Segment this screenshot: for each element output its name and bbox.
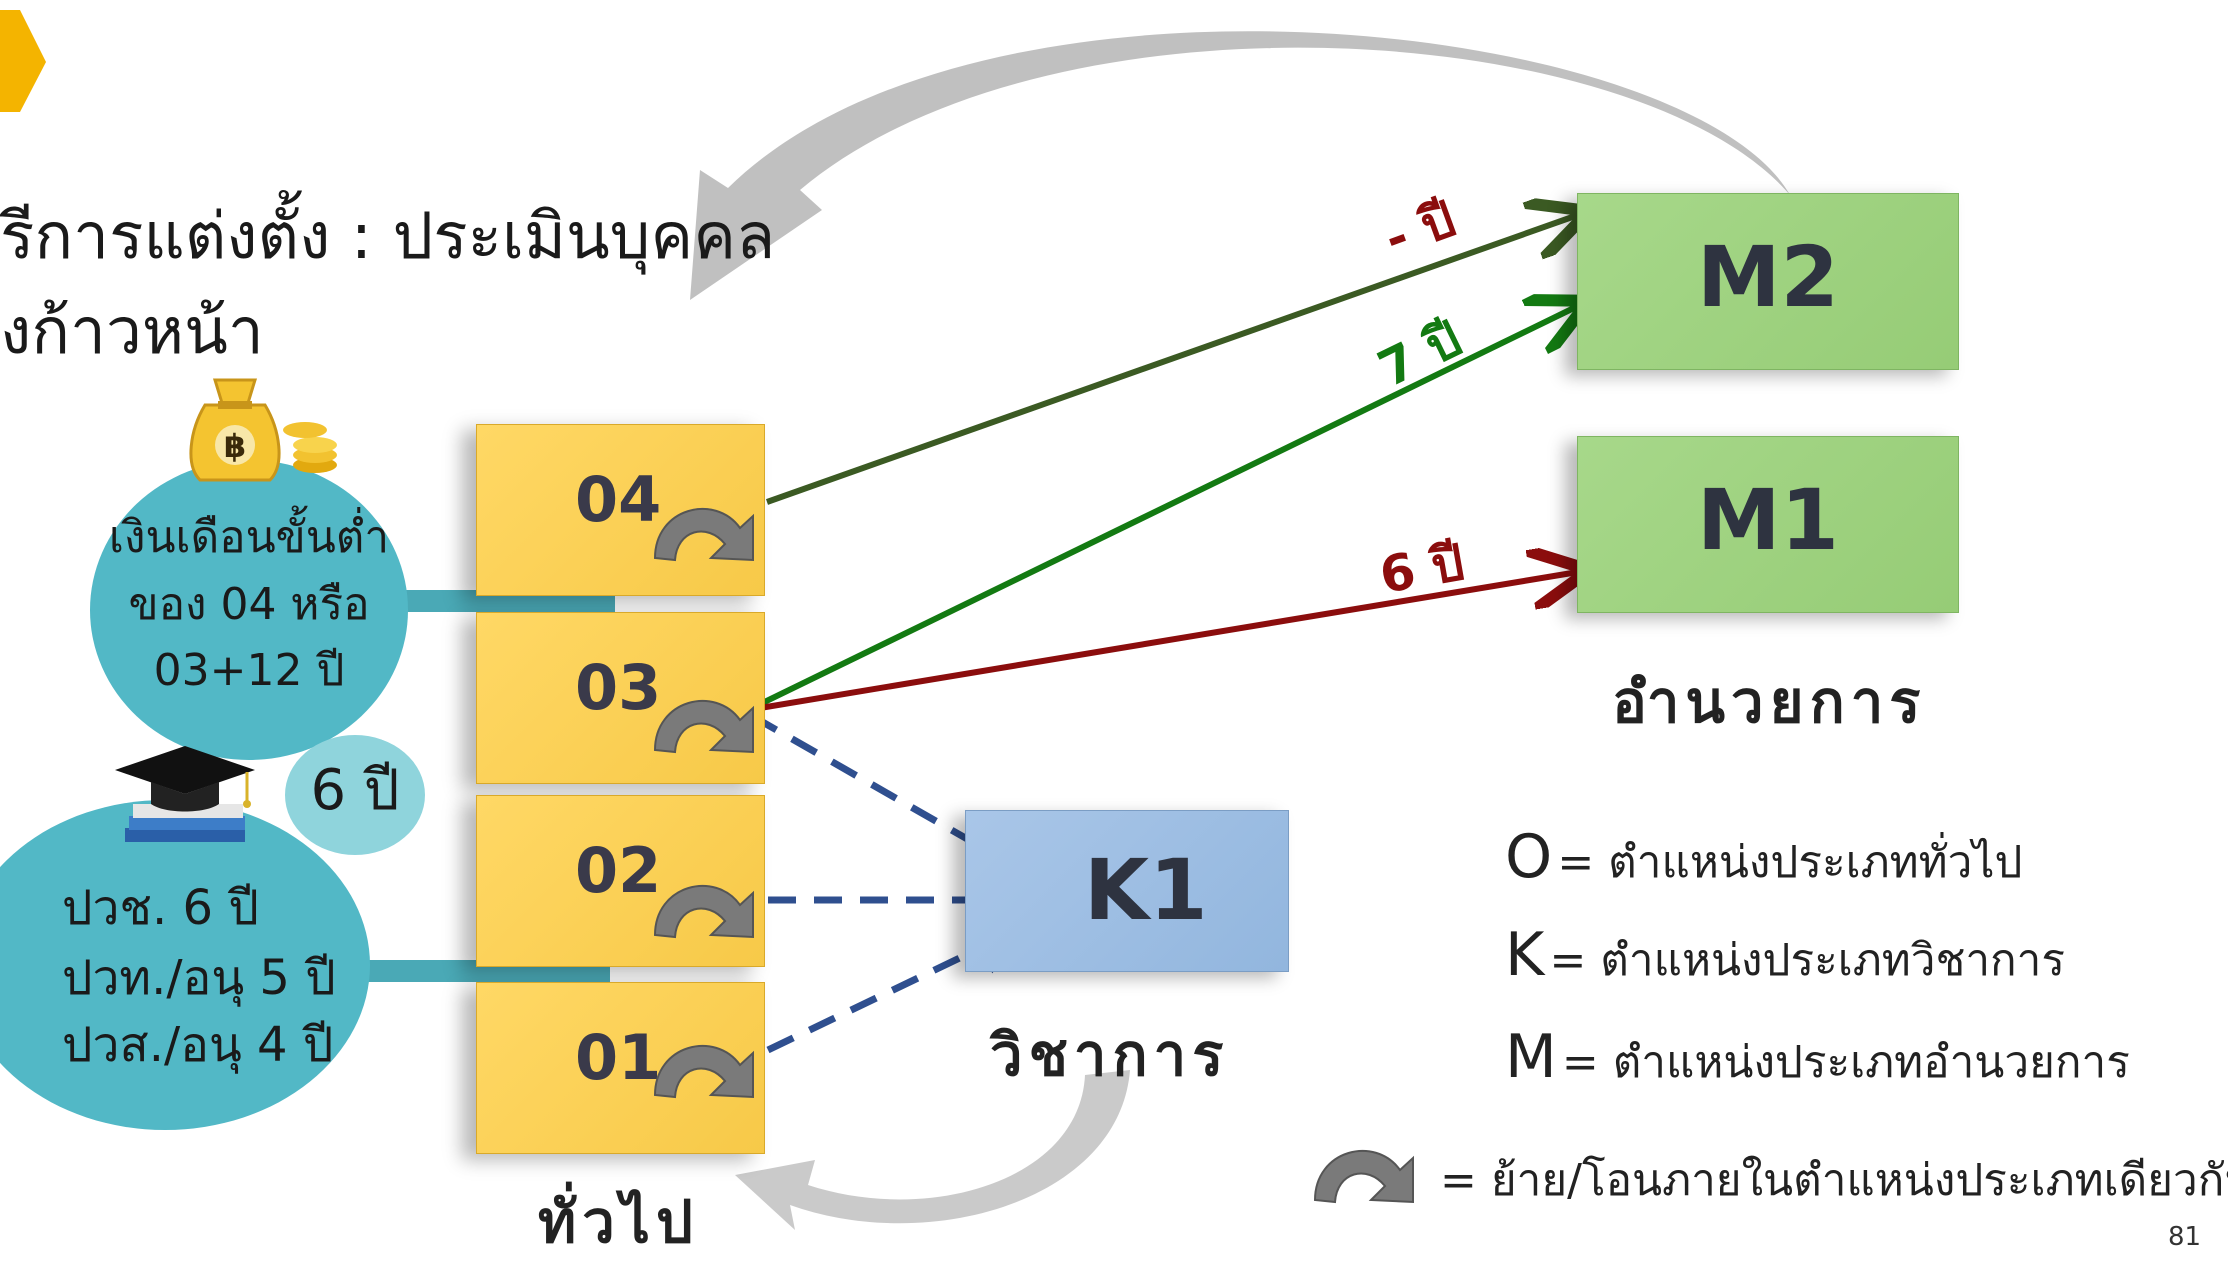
general-box-03: 03: [476, 612, 765, 784]
legend-k: K = ตำแหน่งประเภทวิชาการ: [1505, 920, 2065, 995]
graduation-cap-icon: [115, 746, 255, 842]
academic-box-label: K1: [1084, 841, 1208, 939]
salary-line-2: ของ 04 หรือ: [128, 579, 370, 630]
legend-m-desc: = ตำแหน่งประเภทอำนวยการ: [1561, 1037, 2130, 1088]
education-line-2: ปวท./อนุ 5 ปี: [62, 950, 336, 1006]
legend-k-desc: = ตำแหน่งประเภทวิชาการ: [1549, 935, 2066, 986]
salary-line-3: 03+12 ปี: [153, 645, 345, 696]
arrow-o3-to-m2: [746, 306, 1578, 713]
salary-bubble: [90, 460, 408, 760]
legend-move-desc: = ย้าย/โอนภายในตำแหน่งประเภทเดียวกัน: [1440, 1155, 2228, 1206]
general-category-label: ทั่วไป: [538, 1188, 699, 1256]
academic-box-k1: K1: [965, 810, 1289, 972]
executive-box-label: M2: [1696, 228, 1840, 326]
general-level-label: 03: [575, 651, 662, 724]
executive-box-m1: M1: [1577, 436, 1959, 613]
money-bag-icon: ฿: [189, 378, 337, 482]
salary-line-1: เงินเดือนขั้นต่ำ: [108, 512, 390, 563]
executive-category-label: อำนวยการ: [1612, 668, 1927, 736]
academic-category-label: วิชาการ: [990, 1021, 1230, 1089]
legend-o-key: O: [1505, 822, 1553, 892]
move-icon: [653, 884, 754, 939]
move-icon: [1313, 1149, 1414, 1204]
general-level-label: 04: [575, 463, 662, 536]
education-line-1: ปวช. 6 ปี: [62, 880, 259, 936]
arrow-label-o3-m1: 6 ปี: [1375, 533, 1469, 605]
executive-box-m2: M2: [1577, 193, 1959, 370]
page-number: 81: [2168, 1222, 2202, 1252]
curved-return-arrow-bottom: [735, 1070, 1130, 1230]
move-icon: [653, 507, 754, 562]
legend-k-key: K: [1505, 920, 1545, 990]
move-icon: [653, 699, 754, 754]
education-line-3: ปวส./อนุ 4 ปี: [62, 1017, 334, 1073]
legend-m-key: M: [1505, 1022, 1557, 1092]
curved-return-arrow-top: [690, 31, 1790, 301]
general-level-label: 01: [575, 1021, 662, 1094]
general-box-04: 04: [476, 424, 765, 596]
title-line-1: รีการแต่งตั้ง : ประเมินบุคคล: [0, 200, 776, 274]
legend-move: = ย้าย/โอนภายในตำแหน่งประเภทเดียวกัน: [1440, 1145, 2228, 1215]
arrow-o3-to-m1: [747, 572, 1578, 713]
legend-m: M = ตำแหน่งประเภทอำนวยการ: [1505, 1022, 2130, 1097]
six-year-badge: [285, 735, 425, 855]
education-bubble: [0, 800, 370, 1130]
general-box-02: 02: [476, 795, 765, 967]
arrow-o4-to-m2: [765, 215, 1578, 505]
executive-box-label: M1: [1696, 471, 1840, 569]
title-line-2: งก้าวหน้า: [0, 295, 264, 369]
corner-tab: [0, 10, 46, 112]
six-year-badge-text: 6 ปี: [310, 758, 400, 823]
legend-o-desc: = ตำแหน่งประเภททั่วไป: [1557, 837, 2023, 888]
legend-o: O = ตำแหน่งประเภททั่วไป: [1505, 822, 2022, 897]
general-level-label: 02: [575, 834, 662, 907]
svg-text:฿: ฿: [224, 427, 246, 465]
move-icon: [653, 1044, 754, 1099]
